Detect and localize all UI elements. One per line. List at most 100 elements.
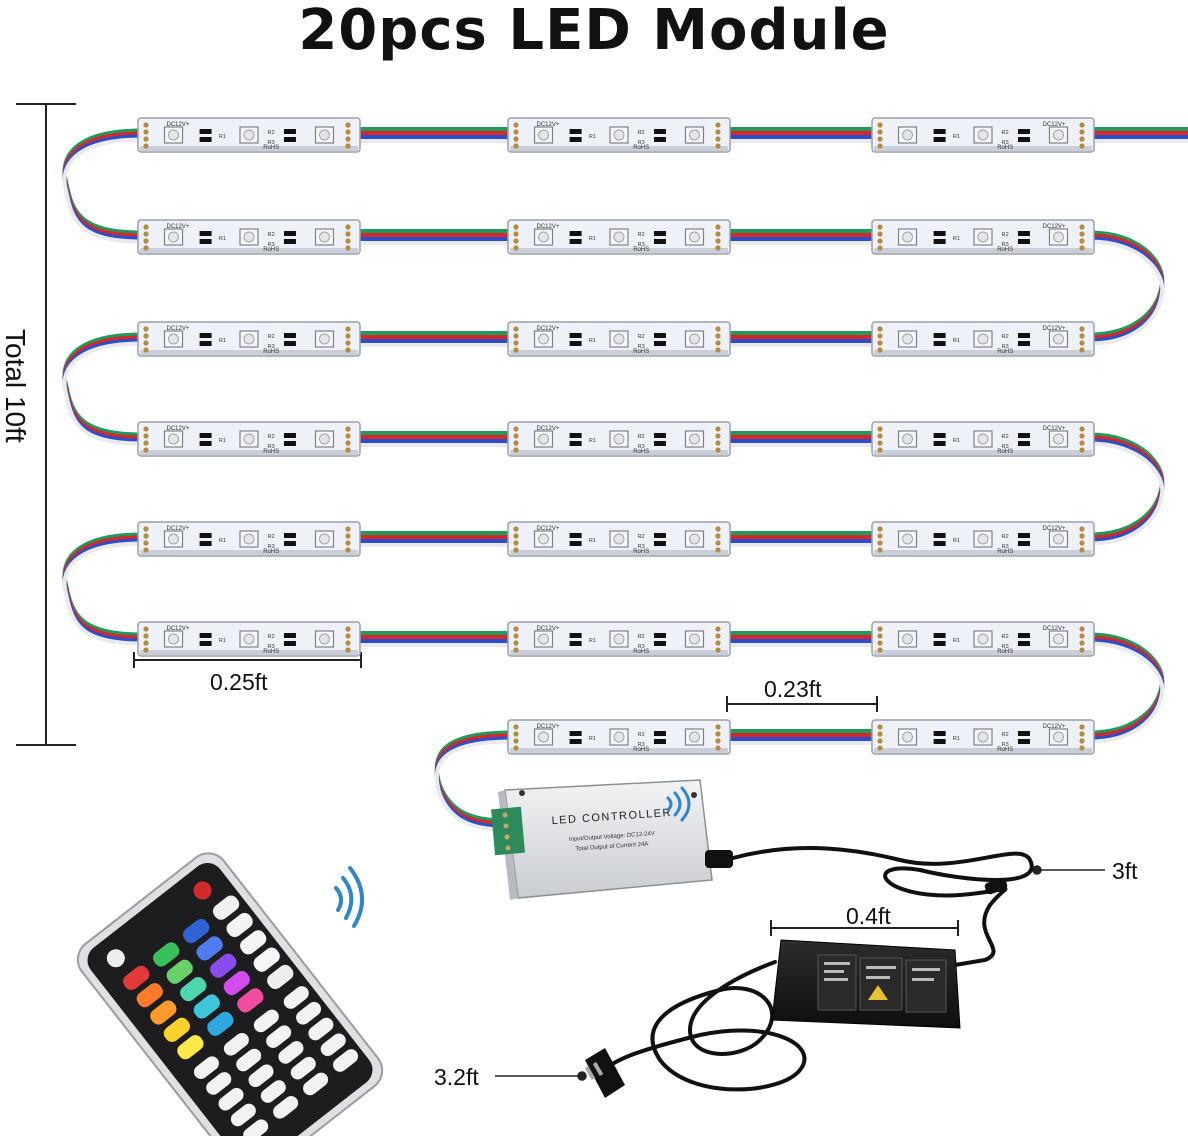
svg-text:RoHS: RoHS (633, 349, 649, 355)
svg-text:R1: R1 (589, 438, 596, 444)
svg-text:R2: R2 (1002, 434, 1009, 440)
svg-text:R1: R1 (219, 638, 226, 644)
svg-text:DC12V+: DC12V+ (167, 426, 190, 432)
svg-text:R3: R3 (638, 444, 645, 450)
svg-text:DC12V+: DC12V+ (1043, 426, 1066, 432)
svg-text:R1: R1 (589, 638, 596, 644)
svg-text:R3: R3 (638, 644, 645, 650)
svg-text:RoHS: RoHS (997, 649, 1013, 655)
led-modules: DC12V+RoHSR1R2R3DC12V+RoHSR1R2R3DC12V+Ro… (137, 117, 1095, 755)
svg-text:R3: R3 (1002, 644, 1009, 650)
svg-text:DC12V+: DC12V+ (537, 626, 560, 632)
power-plug (584, 1048, 625, 1098)
svg-text:R2: R2 (638, 534, 645, 540)
svg-text:DC12V+: DC12V+ (167, 224, 190, 230)
svg-text:RoHS: RoHS (633, 145, 649, 151)
svg-text:R3: R3 (1002, 344, 1009, 350)
svg-text:R3: R3 (268, 644, 275, 650)
controller-cable-label: 3ft (1112, 858, 1138, 884)
svg-text:RoHS: RoHS (263, 449, 279, 455)
svg-text:R3: R3 (1002, 444, 1009, 450)
svg-text:RoHS: RoHS (263, 649, 279, 655)
svg-text:R1: R1 (219, 438, 226, 444)
adapter-dimension-line (770, 920, 959, 936)
svg-text:DC12V+: DC12V+ (1043, 122, 1066, 128)
svg-text:R2: R2 (1002, 130, 1009, 136)
svg-text:R3: R3 (638, 140, 645, 146)
svg-text:RoHS: RoHS (263, 549, 279, 555)
svg-text:DC12V+: DC12V+ (167, 326, 190, 332)
svg-text:R1: R1 (219, 538, 226, 544)
svg-text:DC12V+: DC12V+ (537, 224, 560, 230)
svg-text:R2: R2 (1002, 534, 1009, 540)
svg-text:R3: R3 (268, 344, 275, 350)
svg-text:DC12V+: DC12V+ (1043, 326, 1066, 332)
svg-text:R1: R1 (953, 438, 960, 444)
svg-text:DC12V+: DC12V+ (1043, 526, 1066, 532)
svg-text:R2: R2 (638, 634, 645, 640)
svg-text:R2: R2 (638, 334, 645, 340)
led-controller: LED CONTROLLER Input/Output Voltage: DC1… (491, 779, 733, 900)
svg-text:R3: R3 (268, 444, 275, 450)
svg-text:R1: R1 (219, 338, 226, 344)
svg-text:R2: R2 (1002, 732, 1009, 738)
svg-text:R1: R1 (589, 538, 596, 544)
svg-text:RoHS: RoHS (633, 247, 649, 253)
ir-remote (76, 852, 384, 1136)
cable-ferrite (984, 877, 1008, 895)
svg-text:RoHS: RoHS (997, 747, 1013, 753)
power-adapter (771, 939, 961, 1029)
svg-text:R1: R1 (953, 134, 960, 140)
svg-text:RoHS: RoHS (263, 247, 279, 253)
svg-text:R1: R1 (589, 338, 596, 344)
svg-text:RoHS: RoHS (997, 449, 1013, 455)
svg-text:R3: R3 (268, 140, 275, 146)
svg-text:R2: R2 (1002, 334, 1009, 340)
svg-text:DC12V+: DC12V+ (167, 122, 190, 128)
svg-text:RoHS: RoHS (997, 145, 1013, 151)
svg-text:RoHS: RoHS (633, 449, 649, 455)
svg-text:RoHS: RoHS (633, 747, 649, 753)
svg-text:DC12V+: DC12V+ (1043, 626, 1066, 632)
svg-text:R2: R2 (268, 634, 275, 640)
svg-text:R1: R1 (953, 338, 960, 344)
svg-text:R3: R3 (268, 544, 275, 550)
svg-text:R3: R3 (268, 242, 275, 248)
svg-text:R1: R1 (589, 236, 596, 242)
controller-spec-2: Total Output of Current 24A (575, 841, 648, 852)
svg-text:RoHS: RoHS (263, 145, 279, 151)
svg-text:R2: R2 (268, 334, 275, 340)
module-length-dimension-line (133, 652, 362, 668)
svg-text:R1: R1 (589, 736, 596, 742)
svg-text:RoHS: RoHS (633, 549, 649, 555)
svg-text:R2: R2 (268, 130, 275, 136)
gap-dimension-line (726, 696, 878, 712)
height-dimension-line (16, 103, 76, 746)
svg-text:DC12V+: DC12V+ (537, 724, 560, 730)
svg-text:R1: R1 (953, 236, 960, 242)
remote-signal-icon (334, 866, 365, 928)
wireless-icon (666, 786, 691, 822)
svg-text:R3: R3 (1002, 140, 1009, 146)
module-length-label: 0.25ft (210, 669, 268, 695)
svg-text:R3: R3 (638, 344, 645, 350)
svg-text:R3: R3 (1002, 742, 1009, 748)
svg-text:R2: R2 (1002, 634, 1009, 640)
cord-3-2ft-leader (495, 1071, 587, 1081)
